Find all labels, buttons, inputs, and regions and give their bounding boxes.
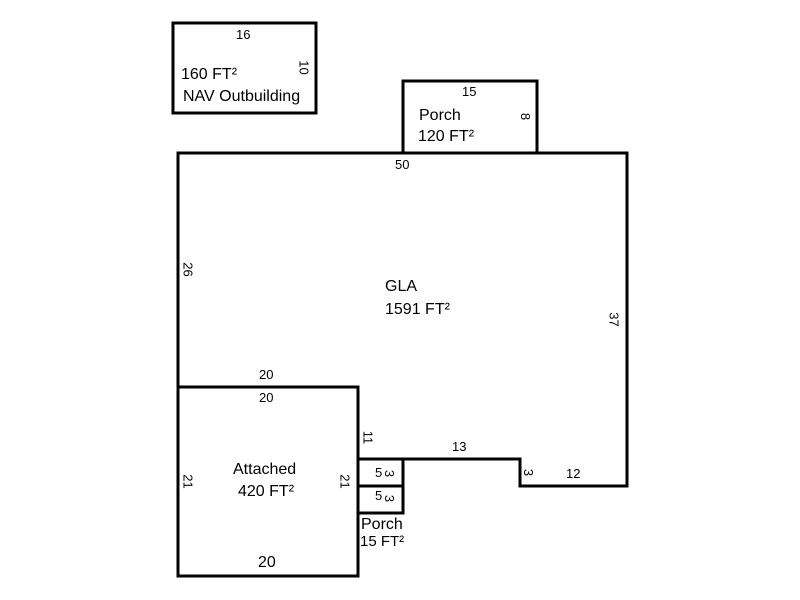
attached-dim-left: 21	[180, 474, 196, 489]
porch-top-name: Porch	[419, 107, 461, 124]
gla-dim-small-h: 3	[382, 469, 398, 478]
outbuilding-name: NAV Outbuilding	[183, 88, 301, 105]
outbuilding-dim-right: 10	[296, 60, 312, 75]
attached-name: Attached	[233, 461, 297, 478]
gla-dim-small-w: 5	[375, 465, 383, 480]
gla-dim-notch-top: 13	[452, 439, 467, 454]
porch-top-dim-top: 15	[462, 84, 477, 99]
porch-small-dim-h: 3	[382, 494, 398, 503]
gla-dim-bottom-right: 12	[566, 466, 581, 481]
attached-dim-bottom: 20	[258, 554, 276, 571]
outbuilding-area: 160 FT²	[181, 66, 238, 83]
gla-dim-top: 50	[395, 157, 410, 172]
outbuilding-outline	[171, 21, 318, 115]
gla-outline	[176, 151, 629, 488]
gla-area: 1591 FT²	[385, 301, 450, 318]
attached-outline	[176, 385, 360, 578]
attached-dim-top: 20	[259, 390, 274, 405]
attached-dim-right: 21	[337, 474, 353, 489]
gla-dim-inner-bottom: 20	[259, 367, 274, 382]
porch-small-outline	[358, 484, 405, 515]
gla-dim-right: 37	[606, 312, 622, 327]
porch-small-dim-w: 5	[375, 488, 383, 503]
porch-top-dim-right: 8	[518, 112, 534, 121]
gla-dim-left: 26	[180, 262, 196, 277]
porch-small-area: 15 FT²	[360, 533, 405, 550]
gla-name: GLA	[385, 278, 418, 295]
porch-small-name: Porch	[361, 516, 403, 533]
gla-dim-step-side: 11	[360, 430, 376, 445]
attached-area: 420 FT²	[238, 483, 295, 500]
outbuilding-dim-top: 16	[236, 27, 251, 42]
porch-top-area: 120 FT²	[418, 128, 475, 145]
gla-dim-notch-side: 3	[521, 468, 537, 477]
